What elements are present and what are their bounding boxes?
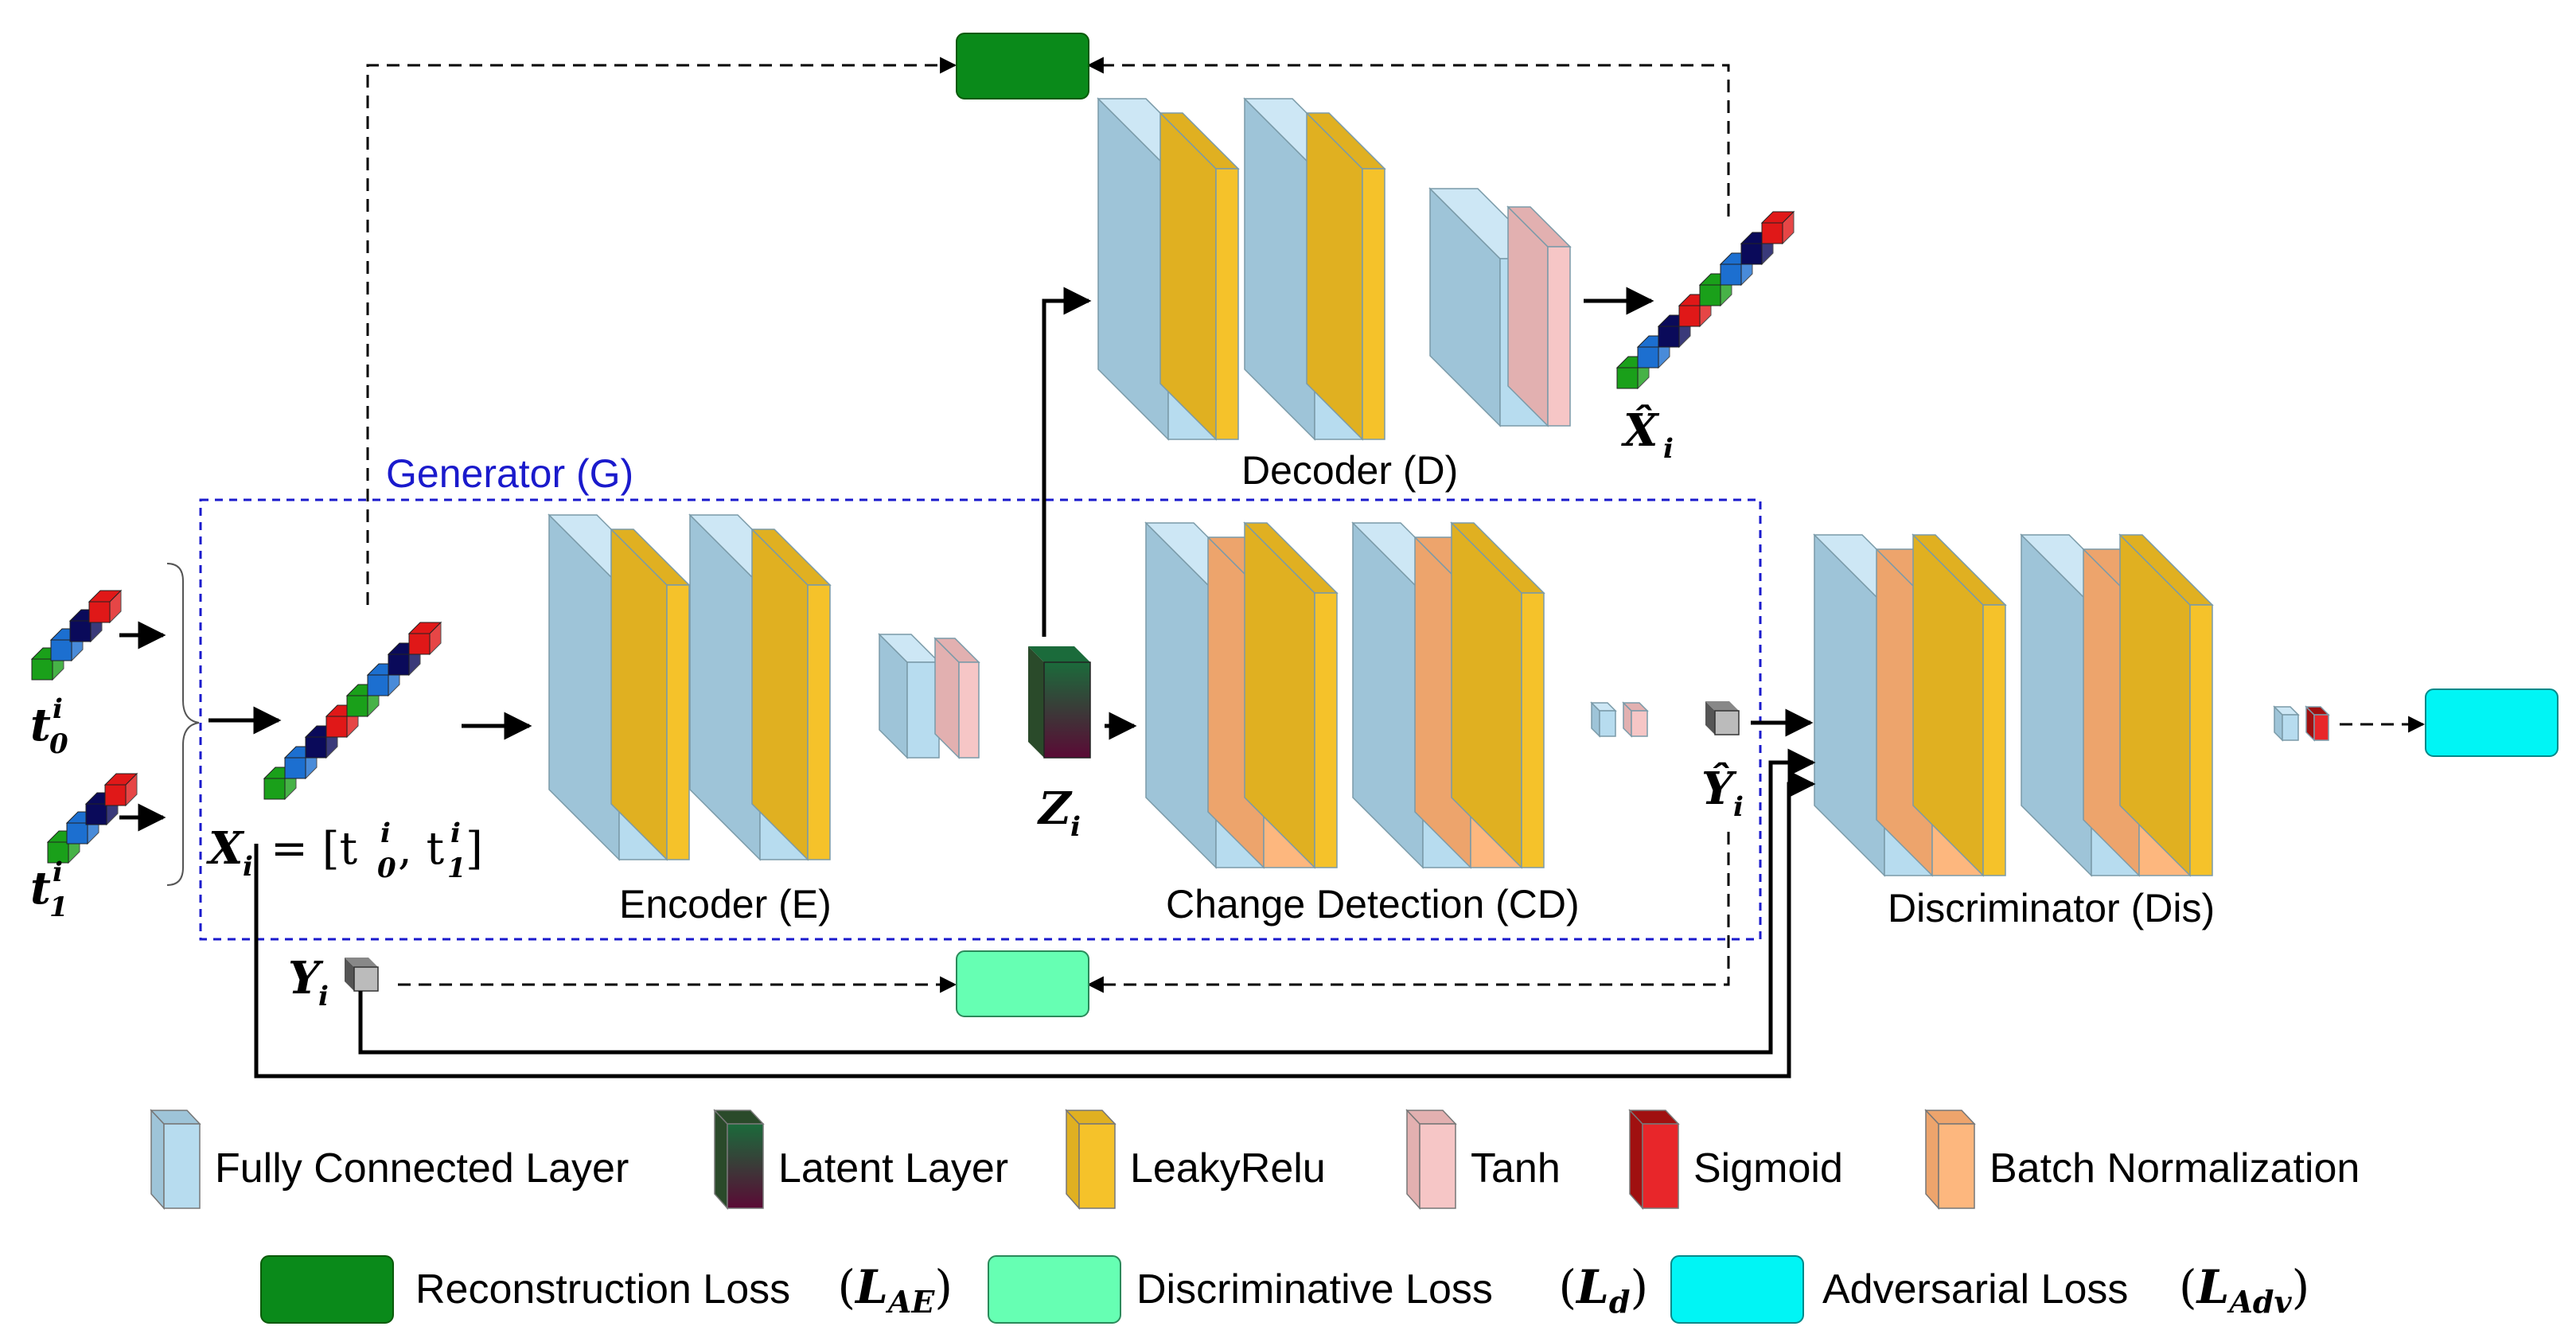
encoder-leaky-2 xyxy=(750,528,832,861)
legend-label-bn: Batch Normalization xyxy=(1989,1145,2360,1192)
svg-text:i: i xyxy=(1663,433,1674,465)
svg-text:i: i xyxy=(450,817,461,849)
reconstruction-loss-box xyxy=(956,33,1089,99)
generator-label: Generator (G) xyxy=(386,451,633,496)
legend-item-recon: Reconstruction Loss (LAE) xyxy=(260,1255,953,1324)
discriminator-label: Discriminator (Dis) xyxy=(1888,886,2215,930)
cd-leaky-2 xyxy=(1450,521,1545,869)
svg-text:i: i xyxy=(53,693,63,725)
legend-item-leaky: LeakyRelu xyxy=(1065,1109,1326,1210)
legend-item-adv: Adversarial Loss (LAdv) xyxy=(1670,1255,2309,1324)
layer-blocks xyxy=(345,97,2330,992)
math-t1: t i 1 xyxy=(30,856,68,923)
math-xi: X i = [t i 0 , t i 1 ] xyxy=(206,817,483,884)
decoder-label: Decoder (D) xyxy=(1241,448,1458,493)
combined-vector-xi xyxy=(263,621,442,801)
svg-text:i: i xyxy=(53,856,63,888)
svg-text:i: i xyxy=(1733,791,1744,823)
svg-text:Z: Z xyxy=(1037,782,1073,835)
input-vector-t0 xyxy=(30,589,123,681)
svg-text:1: 1 xyxy=(49,891,68,923)
decoder-tanh xyxy=(1506,205,1572,427)
svg-text:0: 0 xyxy=(377,852,396,884)
decoder-leaky-1 xyxy=(1159,111,1240,441)
encoder-tanh xyxy=(933,637,980,759)
svg-text:0: 0 xyxy=(49,728,68,760)
latent-layer xyxy=(1028,646,1091,759)
generator-box xyxy=(199,498,1762,941)
adversarial-loss-box xyxy=(2425,689,2558,757)
svg-text:t: t xyxy=(30,699,51,751)
cd-tanh-small xyxy=(1622,701,1649,738)
svg-text:1: 1 xyxy=(447,852,466,884)
change-detection-label: Change Detection (CD) xyxy=(1166,882,1580,926)
legend-symbol-adv: (LAdv) xyxy=(2179,1260,2309,1320)
svg-text:i: i xyxy=(243,851,253,883)
legend-item-sigmoid: Sigmoid xyxy=(1628,1109,1843,1210)
math-t0: t i 0 xyxy=(30,693,68,760)
legend-label-disc: Discriminative Loss xyxy=(1136,1266,1493,1313)
dis-fc-small xyxy=(2273,705,2300,742)
input-brace xyxy=(166,563,200,886)
legend-symbol-disc: (Ld) xyxy=(1559,1260,1649,1320)
dis-sigmoid xyxy=(2305,705,2330,742)
cd-fc-small xyxy=(1590,701,1617,738)
dashed-arrows xyxy=(366,57,2426,993)
dis-leaky-1 xyxy=(1912,533,2007,877)
input-vector-t1 xyxy=(46,772,138,864)
math-yi: Y i xyxy=(288,952,329,1012)
legend-item-disc: Discriminative Loss (Ld) xyxy=(988,1255,1649,1324)
svg-text:i: i xyxy=(318,981,329,1012)
legend-label-tanh: Tanh xyxy=(1471,1145,1561,1192)
svg-text:Y: Y xyxy=(288,952,324,1004)
encoder-fc-3 xyxy=(878,633,941,759)
legend: Fully Connected Layer Latent Layer LeakyRe… xyxy=(150,1109,2360,1324)
legend-item-bn: Batch Normalization xyxy=(1924,1109,2360,1210)
math-yhat: Ŷ i xyxy=(1701,762,1744,823)
yi-cube xyxy=(345,958,379,992)
svg-text:X: X xyxy=(206,822,245,875)
encoder-label: Encoder (E) xyxy=(619,882,832,926)
legend-label-fc: Fully Connected Layer xyxy=(215,1145,629,1192)
input-vectors xyxy=(30,210,1795,864)
svg-text:Ŷ: Ŷ xyxy=(1701,762,1737,815)
math-zi: Z i xyxy=(1037,782,1081,843)
reconstructed-vector-xhat xyxy=(1615,210,1795,390)
math-xhat: X̂ i xyxy=(1621,404,1674,465)
legend-item-fc: Fully Connected Layer xyxy=(150,1109,629,1210)
cd-leaky-1 xyxy=(1243,521,1339,869)
legend-item-latent: Latent Layer xyxy=(713,1109,1008,1210)
svg-text:t: t xyxy=(30,862,51,915)
yhat-cube xyxy=(1705,701,1740,735)
svg-text:]: ] xyxy=(466,823,483,875)
encoder-leaky-1 xyxy=(610,528,691,861)
decoder-leaky-2 xyxy=(1305,111,1386,441)
legend-label-leaky: LeakyRelu xyxy=(1130,1145,1326,1192)
legend-label-adv: Adversarial Loss xyxy=(1822,1266,2128,1313)
legend-symbol-recon: (LAE) xyxy=(838,1260,953,1320)
legend-label-recon: Reconstruction Loss xyxy=(415,1266,790,1313)
svg-text:= [t: = [t xyxy=(271,823,358,875)
svg-text:X̂: X̂ xyxy=(1621,404,1660,457)
svg-text:i: i xyxy=(380,817,391,849)
legend-item-tanh: Tanh xyxy=(1405,1109,1561,1210)
legend-label-latent: Latent Layer xyxy=(778,1145,1008,1192)
svg-text:, t: , t xyxy=(398,823,445,875)
dis-leaky-2 xyxy=(2118,533,2214,877)
legend-label-sigmoid: Sigmoid xyxy=(1693,1145,1843,1192)
svg-text:i: i xyxy=(1070,811,1081,843)
discriminative-loss-box xyxy=(956,950,1089,1017)
arrows xyxy=(119,287,1816,1079)
